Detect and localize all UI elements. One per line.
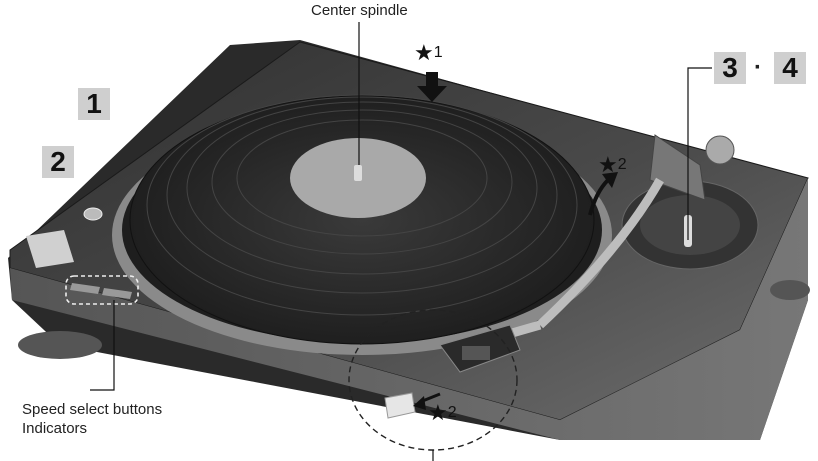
lift-arrow-icon: [588, 178, 610, 216]
star-icon: ★: [414, 40, 434, 65]
start-stop-button: [26, 230, 74, 268]
note-star-1-number: 1: [433, 44, 443, 61]
note-star-2-top: ★2: [598, 152, 627, 178]
center-spindle: [354, 165, 362, 181]
note-star-2-number: 2: [447, 404, 457, 421]
note-star-2-number: 2: [617, 156, 627, 173]
speed-select-buttons: [70, 283, 132, 299]
tonearm-leader-line: [687, 67, 712, 240]
note-star-1: ★1: [414, 40, 443, 66]
indicators-label: Indicators: [22, 420, 88, 437]
callout-separator: ·: [754, 54, 762, 81]
callout-3: 3: [714, 52, 746, 84]
speed-buttons-outline: [65, 275, 139, 305]
speed-buttons-leader-line: [90, 300, 115, 391]
callout-2: 2: [42, 146, 74, 178]
callout-4: 4: [774, 52, 806, 84]
headshell-cartridge: [439, 324, 521, 373]
power-switch: [83, 207, 103, 221]
down-arrow-icon: [417, 72, 447, 102]
speed-select-buttons-label: Speed select buttons: [22, 401, 163, 418]
callout-1: 1: [78, 88, 110, 120]
note-star-2-bottom: ★2: [428, 400, 457, 426]
vinyl-record: [129, 94, 595, 345]
center-spindle-label: Center spindle: [311, 2, 408, 19]
star-icon: ★: [428, 400, 448, 425]
star-icon: ★: [598, 152, 618, 177]
connector-part: [384, 392, 416, 419]
